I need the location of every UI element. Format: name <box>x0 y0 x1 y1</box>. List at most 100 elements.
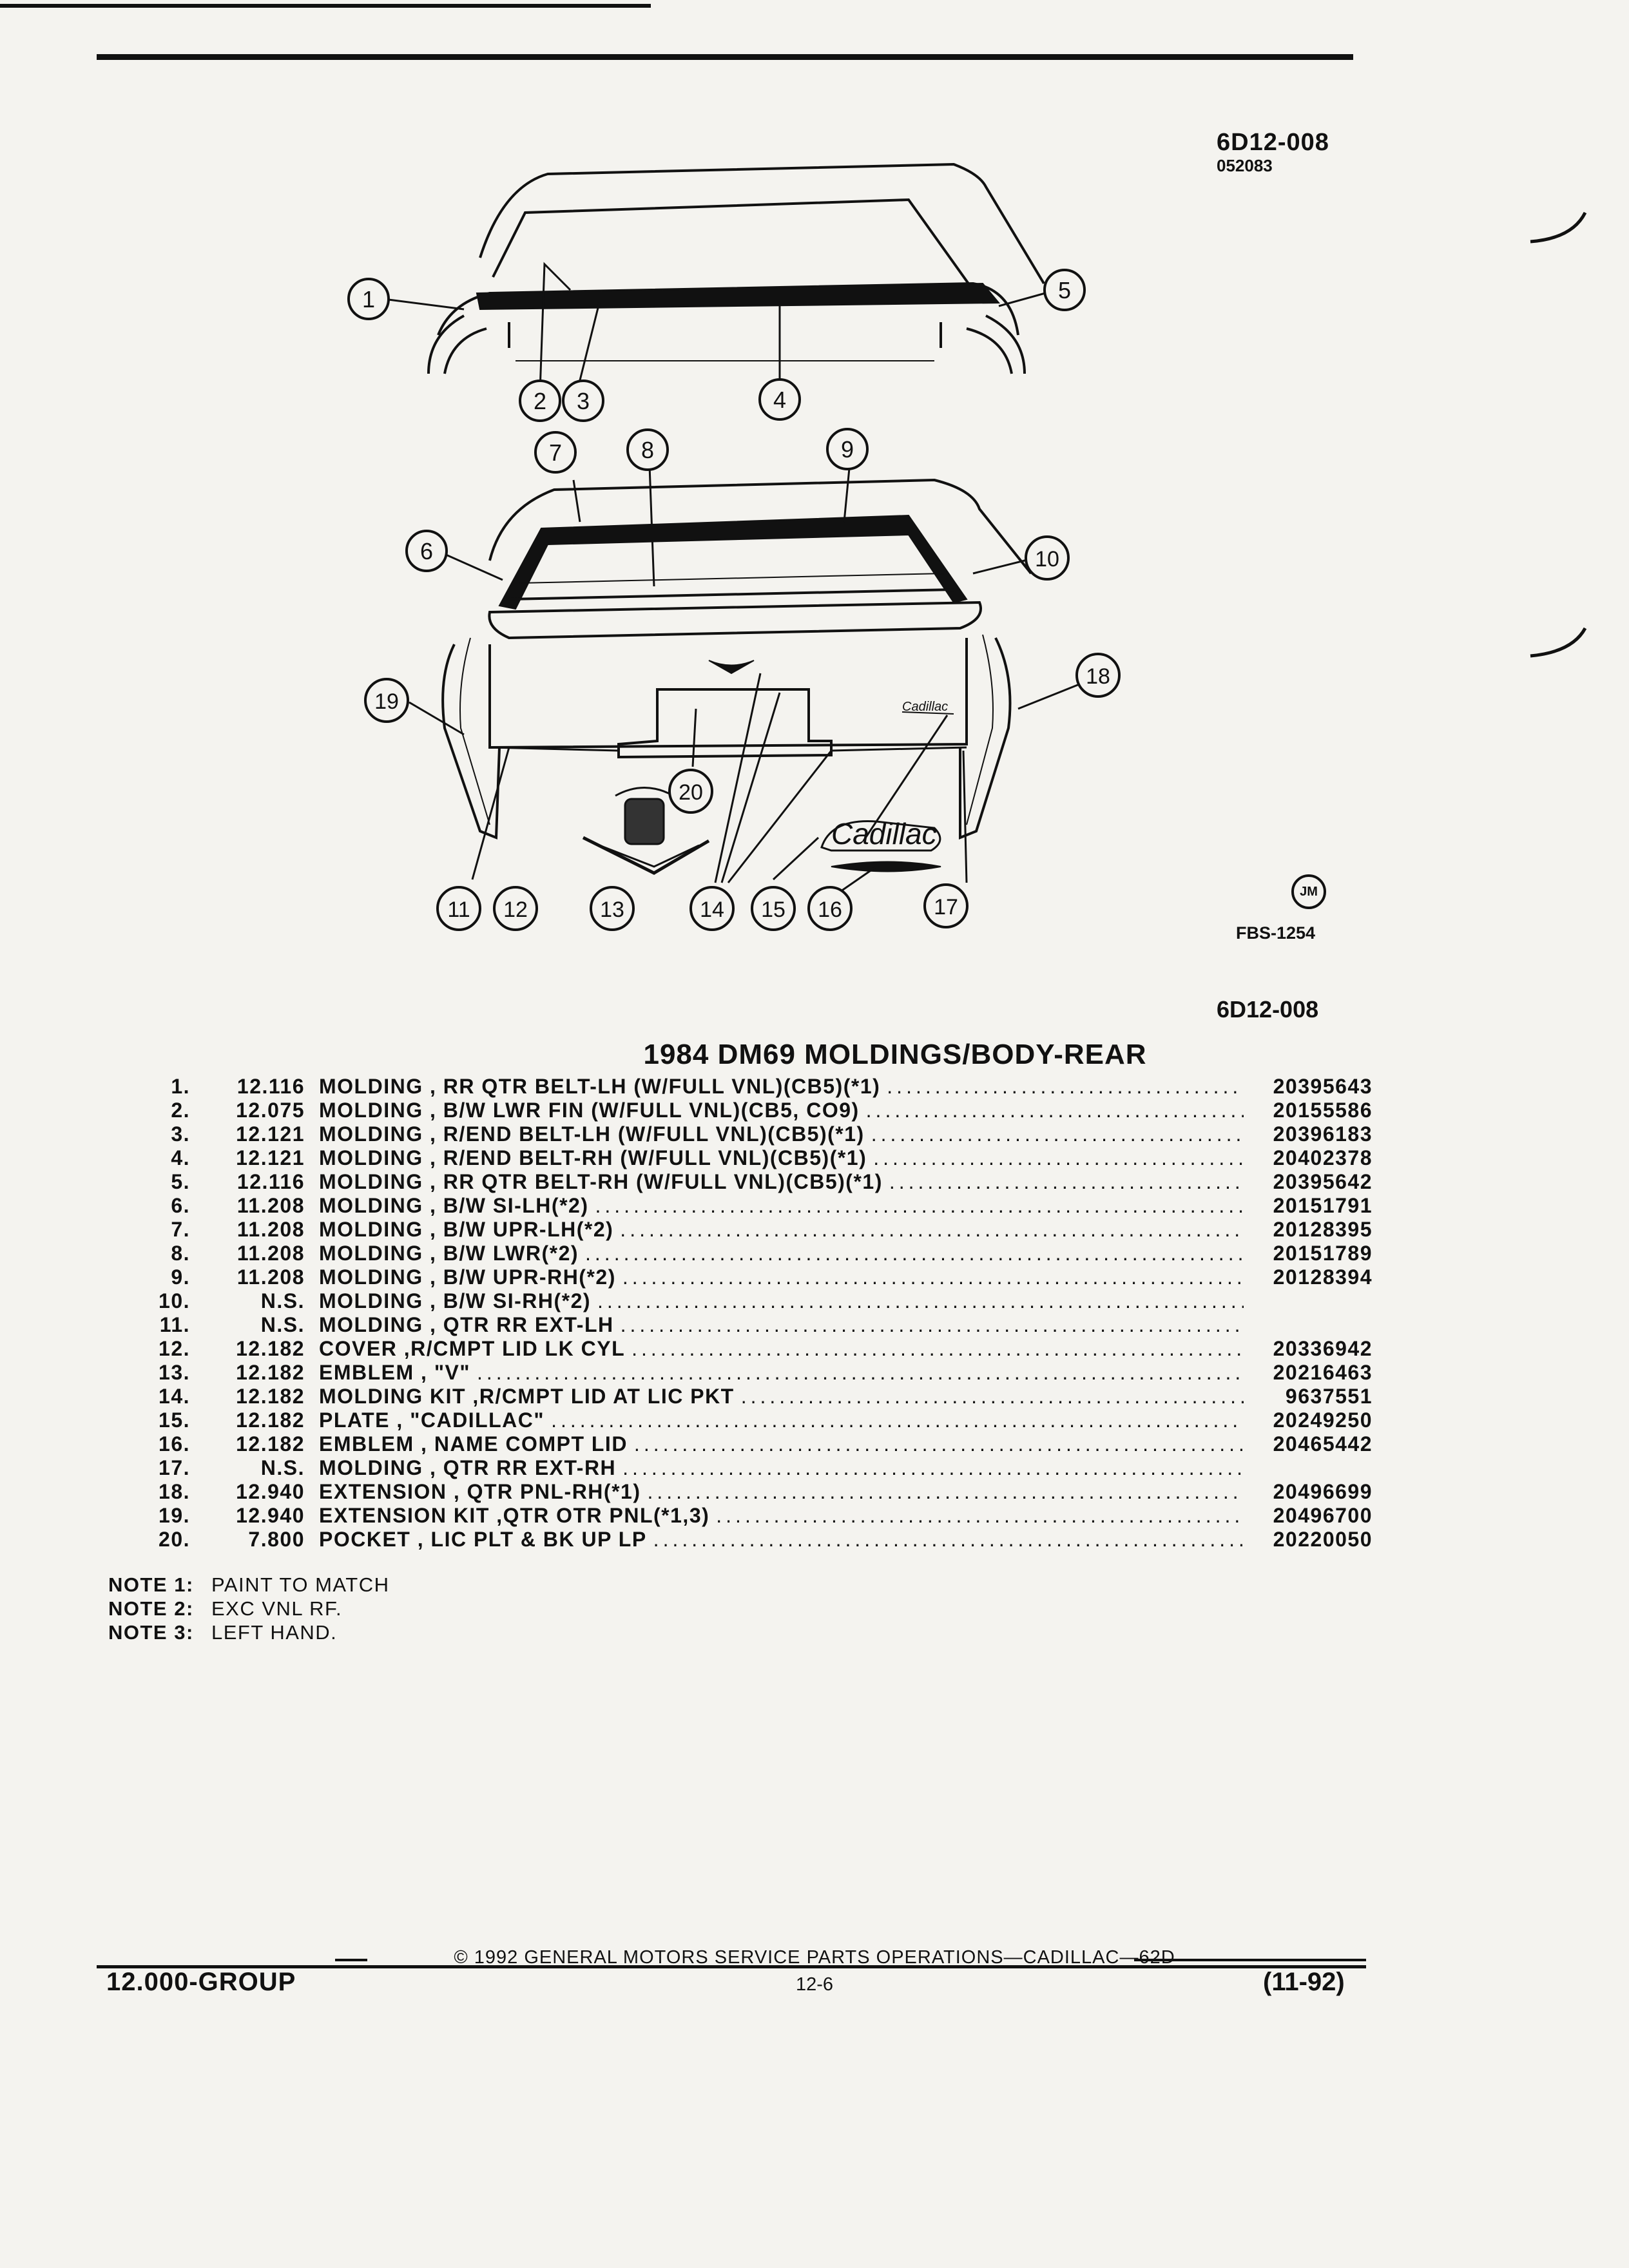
part-number: 20336942 <box>1273 1337 1373 1360</box>
part-number: 9637551 <box>1285 1385 1373 1408</box>
part-number: 20151791 <box>1273 1194 1373 1217</box>
part-number: 20496700 <box>1273 1504 1373 1527</box>
part-description: MOLDING , RR QTR BELT-LH (W/FULL VNL)(CB… <box>319 1075 881 1098</box>
callout-19: 19 <box>364 678 409 723</box>
parts-row: 1. 12.116 MOLDING , RR QTR BELT-LH (W/FULL… <box>97 1075 1373 1099</box>
item-number: 15. <box>159 1408 190 1432</box>
part-description: MOLDING , R/END BELT-RH (W/FULL VNL)(CB5… <box>319 1146 867 1169</box>
part-description: EMBLEM , "V" <box>319 1361 471 1384</box>
svg-text:15: 15 <box>761 898 786 922</box>
group-number: 12.121 <box>236 1122 305 1146</box>
part-description-cell: MOLDING , B/W LWR(*2)...................… <box>319 1242 1250 1265</box>
item-number: 1. <box>171 1075 190 1098</box>
svg-text:13: 13 <box>600 898 624 922</box>
part-number: 20216463 <box>1273 1361 1373 1384</box>
callout-5: 5 <box>1043 269 1086 311</box>
callout-13: 13 <box>590 886 635 931</box>
part-number: 20496699 <box>1273 1480 1373 1503</box>
group-number: 12.116 <box>236 1170 305 1193</box>
dot-leader: ........................................… <box>716 1504 1244 1527</box>
note-text: LEFT HAND. <box>211 1621 338 1644</box>
callout-8: 8 <box>626 428 669 471</box>
callout-16: 16 <box>807 886 853 931</box>
svg-text:1: 1 <box>362 286 375 312</box>
part-description: MOLDING , B/W LWR(*2) <box>319 1242 579 1265</box>
note-label: NOTE 1: <box>108 1573 194 1596</box>
svg-text:14: 14 <box>700 898 724 922</box>
group-number: N.S. <box>260 1289 305 1312</box>
upper-car-view <box>427 162 1045 374</box>
callout-12: 12 <box>493 886 538 931</box>
item-number: 5. <box>171 1170 190 1193</box>
group-number: 12.182 <box>236 1337 305 1360</box>
callout-18: 18 <box>1075 653 1121 698</box>
callout-3: 3 <box>562 380 604 422</box>
part-description-cell: MOLDING , B/W UPR-RH(*2)................… <box>319 1265 1250 1289</box>
item-number: 10. <box>159 1289 190 1312</box>
part-number: 20155586 <box>1273 1099 1373 1122</box>
part-number: 20220050 <box>1273 1528 1373 1551</box>
parts-row: 17.N.S.MOLDING , QTR RR EXT-RH..........… <box>97 1456 1373 1480</box>
part-number: 20249250 <box>1273 1408 1373 1432</box>
group-number: 11.208 <box>236 1218 305 1241</box>
part-description: MOLDING , RR QTR BELT-RH (W/FULL VNL)(CB… <box>319 1170 883 1193</box>
group-number: 11.208 <box>236 1242 305 1265</box>
note-item: NOTE 1:PAINT TO MATCH <box>108 1573 390 1597</box>
parts-row: 5. 12.116 MOLDING , RR QTR BELT-RH (W/FULL… <box>97 1170 1373 1194</box>
parts-illustration: Cadillac Cadillac 1 2 3 4 5 6 7 8 9 10 1… <box>347 162 1587 931</box>
group-number: 12.182 <box>236 1408 305 1432</box>
small-cadillac-badge: Cadillac <box>902 700 948 714</box>
part-description-cell: MOLDING , R/END BELT-LH (W/FULL VNL)(CB5… <box>319 1122 1250 1146</box>
part-description: MOLDING , QTR RR EXT-LH <box>319 1313 614 1336</box>
svg-text:7: 7 <box>549 439 562 466</box>
dot-leader: ........................................… <box>620 1313 1244 1336</box>
part-description-cell: MOLDING , RR QTR BELT-LH (W/FULL VNL)(CB… <box>319 1075 1250 1099</box>
item-number: 18. <box>159 1480 190 1503</box>
item-number: 17. <box>159 1456 190 1479</box>
svg-text:4: 4 <box>773 387 786 413</box>
item-number: 19. <box>159 1504 190 1527</box>
part-number: 20402378 <box>1273 1146 1373 1169</box>
callout-14: 14 <box>689 886 735 931</box>
parts-row: 10.N.S.MOLDING , B/W SI-RH(*2)..........… <box>97 1289 1373 1313</box>
group-number: 12.116 <box>236 1075 305 1098</box>
item-number: 6. <box>171 1194 190 1217</box>
svg-text:11: 11 <box>447 898 470 922</box>
dot-leader: ........................................… <box>631 1337 1244 1360</box>
group-number: 12.940 <box>236 1504 305 1527</box>
item-number: 16. <box>159 1432 190 1456</box>
part-description: PLATE , "CADILLAC" <box>319 1408 545 1432</box>
doc-date: 052083 <box>1217 156 1273 175</box>
part-number: 20128394 <box>1273 1265 1373 1289</box>
footer-copyright: © 1992 GENERAL MOTORS SERVICE PARTS OPER… <box>454 1947 1175 1968</box>
note-text: EXC VNL RF. <box>211 1597 343 1620</box>
callout-10: 10 <box>1025 535 1070 581</box>
illustration-id: FBS-1254 <box>1236 923 1316 943</box>
part-description: MOLDING , R/END BELT-LH (W/FULL VNL)(CB5… <box>319 1122 865 1146</box>
part-description-cell: POCKET , LIC PLT & BK UP LP.............… <box>319 1528 1250 1552</box>
note-item: NOTE 2: EXC VNL RF. <box>108 1597 390 1621</box>
part-description-cell: MOLDING , QTR RR EXT-LH.................… <box>319 1313 1250 1337</box>
part-description-cell: EMBLEM , NAME COMPT LID.................… <box>319 1432 1250 1456</box>
part-number: 20396183 <box>1273 1122 1373 1146</box>
item-number: 20. <box>159 1528 190 1551</box>
parts-row: 19. 12.940 EXTENSION KIT ,QTR OTR PNL(*1,3… <box>97 1504 1373 1528</box>
part-description-cell: EXTENSION KIT ,QTR OTR PNL(*1,3)........… <box>319 1504 1250 1528</box>
svg-text:18: 18 <box>1086 664 1110 689</box>
footer-date: (11-92) <box>1263 1968 1345 1996</box>
group-number: 12.075 <box>236 1099 305 1122</box>
note-label: NOTE 2: <box>108 1597 194 1620</box>
group-number: 11.208 <box>236 1194 305 1217</box>
svg-text:Cadillac: Cadillac <box>831 817 937 850</box>
dot-leader: ........................................… <box>585 1242 1244 1265</box>
callout-11: 11 <box>436 886 481 931</box>
